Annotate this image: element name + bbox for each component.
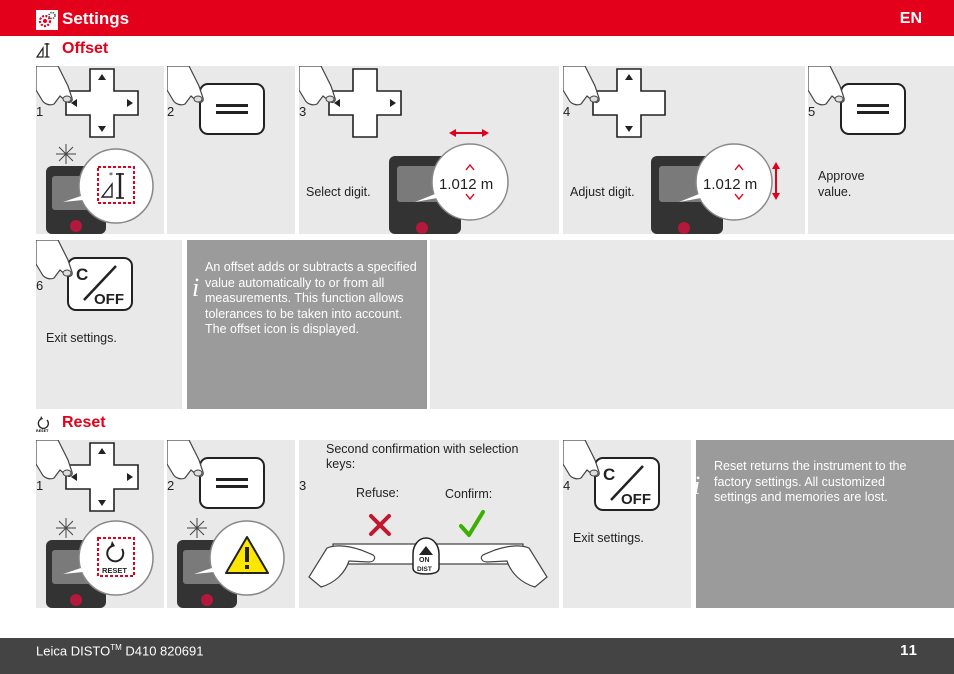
svg-text:OFF: OFF <box>621 491 651 508</box>
step-number: 4 <box>563 478 571 493</box>
offset-step-5-panel: 5 Approve value. <box>808 66 954 234</box>
svg-text:RESET: RESET <box>102 566 127 575</box>
reset-info-box: i Reset returns the instrument to the fa… <box>696 440 954 608</box>
refuse-x-icon <box>369 514 391 536</box>
info-icon: i <box>696 471 700 498</box>
step-number: 3 <box>299 478 307 493</box>
svg-text:C: C <box>76 265 88 284</box>
step-caption: Approve value. <box>818 169 865 199</box>
confirm-label: Confirm: <box>445 487 493 501</box>
offset-step-1-panel: 1 * <box>36 66 164 234</box>
offset-section-heading: Offset <box>36 40 236 60</box>
equals-key-illustration <box>808 66 906 135</box>
equals-key-illustration <box>167 66 265 135</box>
svg-text:DIST: DIST <box>417 566 432 573</box>
svg-text:1.012 m: 1.012 m <box>439 176 493 193</box>
step-caption: Exit settings. <box>573 531 644 545</box>
info-icon: i <box>192 273 199 300</box>
reset-keypad-illustration: RESET <box>36 440 154 608</box>
svg-text:i: i <box>696 471 700 498</box>
step-caption: Second confirmation with selection keys: <box>326 442 519 471</box>
step-caption: Exit settings. <box>46 331 117 345</box>
empty-panel <box>430 240 954 409</box>
offset-step-6-panel: 6 C OFF Exit settings. <box>36 240 182 409</box>
step-number: 2 <box>167 478 175 493</box>
offset-step-3-panel: 3 1.012 m Select digit. <box>299 66 559 234</box>
page-title: Settings <box>62 9 130 28</box>
step-caption: Select digit. <box>306 185 371 199</box>
reset-step-3-panel: 3 Second confirmation with selection key… <box>299 440 559 608</box>
svg-text:ON: ON <box>419 557 430 564</box>
reset-step-4-panel: 4 C OFF Exit settings. <box>563 440 691 608</box>
clear-off-key-illustration: C OFF <box>36 240 133 311</box>
offset-step-2-panel: 2 <box>167 66 295 234</box>
offset-step-4-panel: 4 1.012 m Adjust digit. <box>563 66 805 234</box>
confirm-check-icon <box>459 510 485 537</box>
reset-step-1-panel: 1 RESET <box>36 440 164 608</box>
svg-text:OFF: OFF <box>94 291 124 308</box>
svg-text:RESET: RESET <box>36 429 49 433</box>
offset-info-box: i An offset adds or subtracts a specifie… <box>187 240 427 409</box>
step-number: 4 <box>563 104 571 119</box>
navigation-keypad-illustration: * <box>36 66 154 234</box>
svg-text:1.012 m: 1.012 m <box>703 176 757 193</box>
svg-text:i: i <box>192 273 199 300</box>
product-name: Leica DISTOTM D410 820691 <box>36 643 204 659</box>
step-number: 6 <box>36 278 44 293</box>
page-footer: Leica DISTOTM D410 820691 11 <box>0 638 954 674</box>
confirm-refuse-keys-illustration: ON DIST <box>308 510 548 588</box>
offset-info-text: An offset adds or subtracts a specified … <box>205 260 417 336</box>
step-number: 1 <box>36 104 44 119</box>
step-number: 5 <box>808 104 816 119</box>
reset-section-heading: RESET Reset <box>36 414 106 433</box>
reset-info-text: Reset returns the instrument to the fact… <box>714 459 907 504</box>
select-digit-illustration: 1.012 m <box>299 66 509 234</box>
svg-text:*: * <box>109 171 113 180</box>
settings-gear-icon <box>36 10 58 30</box>
step-caption: Adjust digit. <box>570 185 635 199</box>
reset-icon: RESET <box>36 416 49 433</box>
step-number: 2 <box>167 104 175 119</box>
clear-off-key-illustration: C OFF <box>563 440 660 511</box>
page-header: Settings EN <box>0 0 954 36</box>
step-number: 1 <box>36 478 44 493</box>
language-code: EN <box>899 10 922 27</box>
refuse-label: Refuse: <box>356 486 400 500</box>
adjust-digit-illustration: 1.012 m <box>563 66 780 234</box>
offset-icon <box>36 43 50 58</box>
equals-key-warning-illustration <box>167 440 285 608</box>
svg-text:C: C <box>603 465 615 484</box>
page-number: 11 <box>900 642 918 659</box>
reset-step-2-panel: 2 <box>167 440 295 608</box>
step-number: 3 <box>299 104 307 119</box>
